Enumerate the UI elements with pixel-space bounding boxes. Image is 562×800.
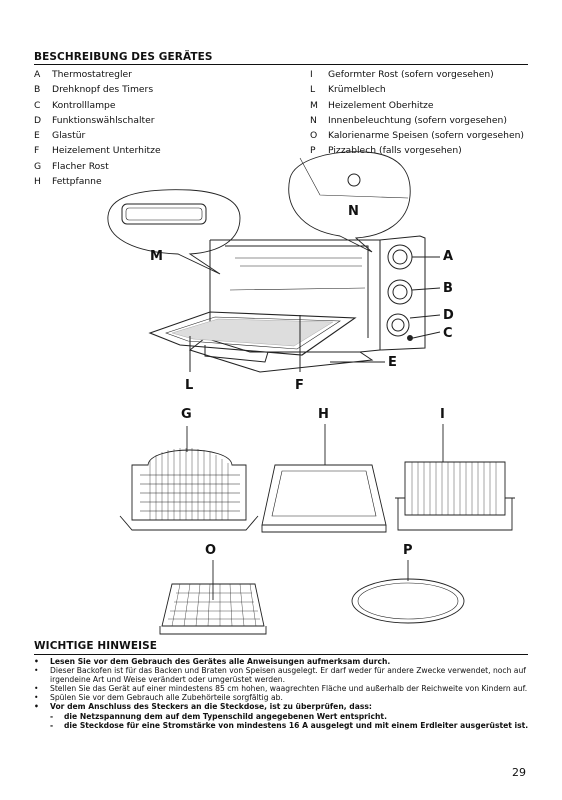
part-letter: M: [310, 99, 318, 111]
part-item: I Geformter Rost (sofern vorgesehen): [310, 67, 524, 82]
oven-illustration: [107, 151, 515, 635]
part-letter: N: [310, 114, 317, 126]
part-name: Kontrolllampe: [52, 99, 116, 111]
note-item: • Dieser Backofen ist für das Backen und …: [34, 666, 534, 684]
part-item: O Kalorienarme Speisen (sofern vorgesehen…: [310, 128, 524, 143]
part-name: Geformter Rost (sofern vorgesehen): [328, 69, 494, 80]
dash-icon: -: [50, 720, 54, 730]
part-letter: G: [34, 160, 42, 172]
bullet-icon: •: [34, 702, 39, 712]
part-letter: I: [310, 69, 313, 80]
section-heading-notes: WICHTIGE HINWEISE: [34, 640, 158, 652]
figure-label-N: N: [348, 204, 359, 219]
figure-label-F: F: [295, 378, 304, 393]
figure-label-G: G: [181, 407, 192, 422]
note-text: Dieser Backofen ist für das Backen und B…: [50, 666, 526, 685]
figure-label-M: M: [150, 249, 163, 264]
heading-rule: [34, 64, 528, 65]
note-text: Lesen Sie vor dem Gebrauch des Gerätes a…: [50, 657, 391, 666]
part-item: A Thermostatregler: [34, 67, 161, 82]
part-item: F Heizelement Unterhitze: [34, 143, 161, 158]
part-letter: E: [34, 130, 40, 142]
part-item: N Innenbeleuchtung (sofern vorgesehen): [310, 113, 524, 128]
figure-label-I: I: [440, 407, 445, 422]
part-letter: H: [34, 176, 41, 188]
note-item: • Spülen Sie vor dem Gebrauch alle Zubehö…: [34, 693, 534, 702]
figure-label-H: H: [318, 407, 329, 422]
bullet-icon: •: [34, 684, 39, 694]
part-name: Krümelblech: [328, 84, 386, 96]
part-name: Drehknopf des Timers: [52, 84, 154, 96]
figure-label-B: B: [443, 281, 453, 296]
parts-list-right: I Geformter Rost (sofern vorgesehen) L Krüm…: [310, 67, 524, 159]
figure-label-P: P: [403, 543, 413, 558]
note-text: Stellen Sie das Gerät auf einer mindeste…: [50, 684, 528, 694]
part-item: M Heizelement Oberhitze: [310, 98, 524, 113]
part-letter: B: [34, 84, 41, 96]
part-name: Heizelement Oberhitze: [328, 99, 434, 111]
part-item: B Drehknopf des Timers: [34, 82, 161, 97]
figure-label-O: O: [205, 543, 217, 558]
bullet-icon: •: [34, 693, 39, 703]
part-item: E Glastür: [34, 128, 161, 143]
note-text: Vor dem Anschluss des Steckers an die St…: [50, 702, 372, 712]
part-item: P Pizzablech (falls vorgesehen): [310, 143, 524, 158]
dash-icon: -: [50, 711, 54, 721]
note-text: Spülen Sie vor dem Gebrauch alle Zubehör…: [50, 693, 283, 703]
note-item: • Vor dem Anschluss des Steckers an die S…: [34, 702, 534, 711]
bullet-icon: •: [34, 657, 39, 666]
part-item: D Funktionswählschalter: [34, 113, 161, 128]
part-name: Funktionswählschalter: [52, 114, 155, 126]
figure-label-D: D: [443, 308, 454, 323]
part-name: Kalorienarme Speisen (sofern vorgesehen): [328, 130, 525, 142]
part-letter: L: [310, 84, 316, 96]
part-name: Heizelement Unterhitze: [52, 145, 161, 157]
part-name: Thermostatregler: [52, 69, 132, 80]
figure-label-C: C: [443, 326, 453, 341]
figure-label-L: L: [185, 378, 194, 393]
safety-notes: • Lesen Sie vor dem Gebrauch des Gerätes …: [34, 657, 534, 730]
part-name: Flacher Rost: [52, 160, 109, 172]
part-letter: P: [310, 145, 316, 157]
part-item: G Flacher Rost: [34, 159, 161, 174]
part-item: L Krümelblech: [310, 82, 524, 97]
part-name: Innenbeleuchtung (sofern vorgesehen): [328, 114, 507, 126]
note-item: • Lesen Sie vor dem Gebrauch des Gerätes …: [34, 657, 534, 666]
sub-note-item: -die Steckdose für eine Stromstärke von …: [34, 721, 534, 730]
part-letter: C: [34, 99, 41, 111]
figure-label-A: A: [443, 249, 454, 264]
section-heading-description: BESCHREIBUNG DES GERÄTES: [34, 51, 213, 63]
page-number: 29: [512, 766, 526, 779]
sub-note-text: die Steckdose für eine Stromstärke von m…: [64, 720, 529, 730]
heading-rule: [34, 654, 528, 655]
part-name: Glastür: [52, 130, 86, 142]
part-letter: F: [34, 145, 40, 157]
note-item: • Stellen Sie das Gerät auf einer mindest…: [34, 684, 534, 693]
part-letter: D: [34, 114, 42, 126]
part-name: Fettpfanne: [52, 176, 102, 188]
part-letter: A: [34, 69, 41, 80]
sub-note-item: -die Netzspannung dem auf dem Typenschil…: [34, 712, 534, 721]
bullet-icon: •: [34, 666, 39, 676]
part-item: H Fettpfanne: [34, 174, 161, 189]
part-item: C Kontrolllampe: [34, 98, 161, 113]
part-name: Pizzablech (falls vorgesehen): [328, 145, 462, 157]
figure-label-E: E: [388, 355, 397, 370]
sub-note-text: die Netzspannung dem auf dem Typenschild…: [64, 711, 387, 721]
part-letter: O: [310, 130, 318, 142]
